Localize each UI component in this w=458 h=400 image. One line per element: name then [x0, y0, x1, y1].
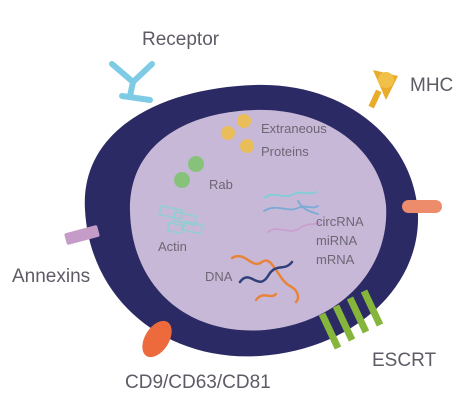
cd-markers-label: CD9/CD63/CD81	[125, 372, 271, 393]
escrt-complex	[318, 289, 384, 350]
rna-strands-icon	[263, 191, 321, 233]
rab-label: Rab	[209, 177, 233, 192]
dna-icon	[230, 254, 300, 304]
membrane-protein-salmon	[402, 200, 442, 213]
escrt-label: ESCRT	[372, 350, 436, 371]
mhc-label: MHC	[410, 75, 453, 96]
annexins-label: Annexins	[12, 266, 90, 287]
extraneous-label-line2: Proteins	[261, 144, 309, 159]
mrna-label: mRNA	[316, 252, 355, 267]
rab-icon	[174, 156, 204, 188]
dna-label: DNA	[205, 269, 233, 284]
mirna-label: miRNA	[316, 233, 357, 248]
annexins-protein	[64, 225, 100, 245]
extraneous-proteins-icon	[221, 114, 254, 153]
cd-markers-protein	[142, 320, 172, 358]
actin-icon	[158, 204, 204, 235]
circrna-label: circRNA	[316, 214, 364, 229]
extraneous-label-line1: Extraneous	[261, 121, 327, 136]
receptor-label: Receptor	[142, 29, 220, 50]
mhc-protein	[368, 70, 398, 109]
receptor-protein	[109, 61, 155, 103]
actin-label: Actin	[158, 239, 187, 254]
